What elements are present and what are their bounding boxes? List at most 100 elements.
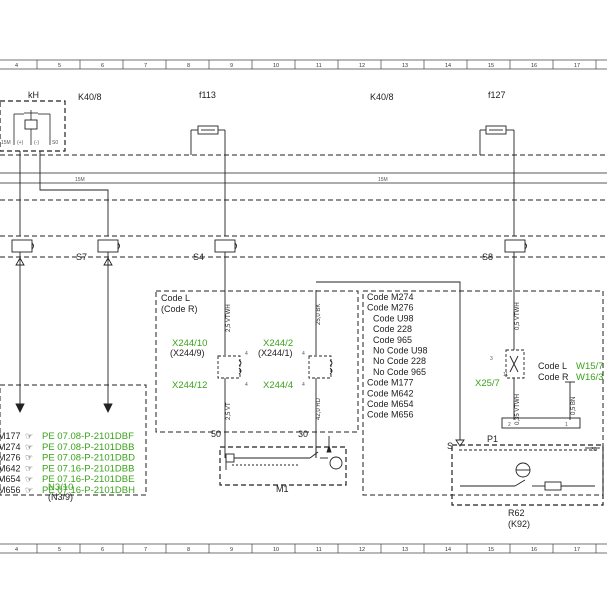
code-l-wiring xyxy=(217,252,461,458)
wire-label-w1: 2,5 VTWH xyxy=(226,304,232,332)
ruler-column-label: 17 xyxy=(574,63,580,69)
kh-pin-15m: 15M xyxy=(1,140,11,146)
wire-label-w6: 0,35 VTWH xyxy=(515,394,521,425)
kh-pin-minus: (-) xyxy=(34,140,39,146)
ruler-column-label: 16 xyxy=(531,547,537,553)
ref-link[interactable]: PE 07.16-P-2101DBH xyxy=(42,485,135,496)
s4-label: S4 xyxy=(193,252,204,262)
wire-label-w4: 42,0 RD xyxy=(316,397,322,420)
s7-label: S7 xyxy=(76,252,87,262)
pin-4b: 4 xyxy=(245,382,248,388)
m1-internals xyxy=(225,436,343,470)
code-l-right: Code L xyxy=(538,361,567,371)
code-list-item: No Code 965 xyxy=(373,367,426,377)
code-list-item: Code M276 xyxy=(367,303,414,313)
ruler-column-label: 5 xyxy=(58,547,61,553)
arrows-to-n3 xyxy=(15,252,113,414)
code-list-item: Code M274 xyxy=(367,292,414,302)
ref-code: M274 xyxy=(0,442,21,452)
pin-3: 3 xyxy=(490,356,493,362)
ref-link[interactable]: PE 07.16-P-2101DBE xyxy=(42,474,134,485)
code-l-line: Code L xyxy=(161,293,190,303)
code-list-box xyxy=(362,290,604,496)
bus-label-right: 15M xyxy=(378,177,388,183)
code-list-item: No Code U98 xyxy=(373,346,428,356)
ruler-column-label: 14 xyxy=(445,63,451,69)
ruler-column-label: 4 xyxy=(15,547,18,553)
code-list-item: No Code 228 xyxy=(373,356,426,366)
ruler-column-label: 12 xyxy=(359,547,365,553)
ruler-column-label: 7 xyxy=(144,547,147,553)
code-l-box xyxy=(155,290,359,433)
ref-code: M642 xyxy=(0,463,21,473)
k40-left-label: K40/8 xyxy=(78,92,102,102)
sensor-component xyxy=(505,252,575,420)
pin-11: 11 xyxy=(503,372,508,378)
ruler-column-label: 17 xyxy=(574,547,580,553)
kh-relay xyxy=(0,100,66,152)
code-r-line: (Code R) xyxy=(161,304,198,314)
s-small-label: S xyxy=(447,441,453,451)
pin-1: 1 xyxy=(565,422,568,428)
r62-label: R62 xyxy=(508,508,525,518)
code-list-item: Code M656 xyxy=(367,410,414,420)
bus-lines xyxy=(0,154,607,258)
ruler-column-label: 4 xyxy=(15,63,18,69)
kh-pin-plus: (+) xyxy=(17,140,24,146)
ruler-column-label: 9 xyxy=(230,63,233,69)
fuse-f113 xyxy=(190,125,226,155)
terminal-50: 50 xyxy=(211,429,221,439)
pointing-hand-icon: ☞ xyxy=(25,474,33,484)
kh-pin-s0: S0 xyxy=(52,140,58,146)
ref-list[interactable]: M177 ☞ PE 07.08-P-2101DBF M274 ☞ PE 07.08-P-2… xyxy=(0,431,135,496)
ruler-column-label: 6 xyxy=(101,547,104,553)
x244-12-label: X244/12 xyxy=(172,380,207,391)
ruler-column-label: 10 xyxy=(273,63,279,69)
ruler-column-label: 8 xyxy=(187,63,190,69)
ruler-column-label: 13 xyxy=(402,63,408,69)
ruler-column-label: 5 xyxy=(58,63,61,69)
ruler-column-label: 15 xyxy=(488,547,494,553)
code-list-item: Code M177 xyxy=(367,378,414,388)
ref-link[interactable]: PE 07.16-P-2101DBB xyxy=(42,463,134,474)
terminal-30a: 30 xyxy=(298,429,308,439)
x244-4-label: X244/4 xyxy=(263,380,293,391)
s8-label: S8 xyxy=(482,252,493,262)
ref-link[interactable]: PE 07.08-P-2101DBF xyxy=(42,431,134,442)
ruler-column-label: 10 xyxy=(273,547,279,553)
ruler-column-label: 14 xyxy=(445,547,451,553)
pin-4d: 4 xyxy=(302,382,305,388)
ref-code: M276 xyxy=(0,453,21,463)
fuse-f127 xyxy=(479,125,515,155)
x244-1-label: (X244/1) xyxy=(258,348,293,358)
p1-label: P1 xyxy=(487,434,498,444)
x244-10-label: X244/10 xyxy=(172,338,207,349)
r62-box xyxy=(451,444,604,506)
m1-label: M1 xyxy=(276,484,289,494)
vertical-wires-top xyxy=(19,151,515,236)
r62-alt-label: (K92) xyxy=(508,519,530,529)
code-list-item: Code M654 xyxy=(367,399,414,409)
w15-7-label: W15/7 xyxy=(576,361,603,372)
ruler-column-label: 7 xyxy=(144,63,147,69)
pin-4c: 4 xyxy=(302,351,305,357)
code-list-item: Code U98 xyxy=(373,313,414,323)
ref-link[interactable]: PE 07.08-P-2101DBD xyxy=(42,453,135,464)
code-list-item: Code M642 xyxy=(367,388,414,398)
ruler-column-label: 9 xyxy=(230,547,233,553)
x25-7-label: X25/7 xyxy=(475,378,500,389)
pointing-hand-icon: ☞ xyxy=(25,442,33,452)
pointing-hand-icon: ☞ xyxy=(25,453,33,463)
ref-code: M177 xyxy=(0,431,21,441)
ruler-column-label: 15 xyxy=(488,63,494,69)
f127-label: f127 xyxy=(488,90,506,100)
wire-label-w5: 0,5 VTWH xyxy=(515,302,521,330)
ref-link[interactable]: PE 07.08-P-2101DBB xyxy=(42,442,134,453)
switch-connectors xyxy=(11,239,527,253)
w16-3-label: W16/3 xyxy=(576,372,603,383)
bus-label-left: 15M xyxy=(75,177,85,183)
pointing-hand-icon: ☞ xyxy=(25,463,33,473)
